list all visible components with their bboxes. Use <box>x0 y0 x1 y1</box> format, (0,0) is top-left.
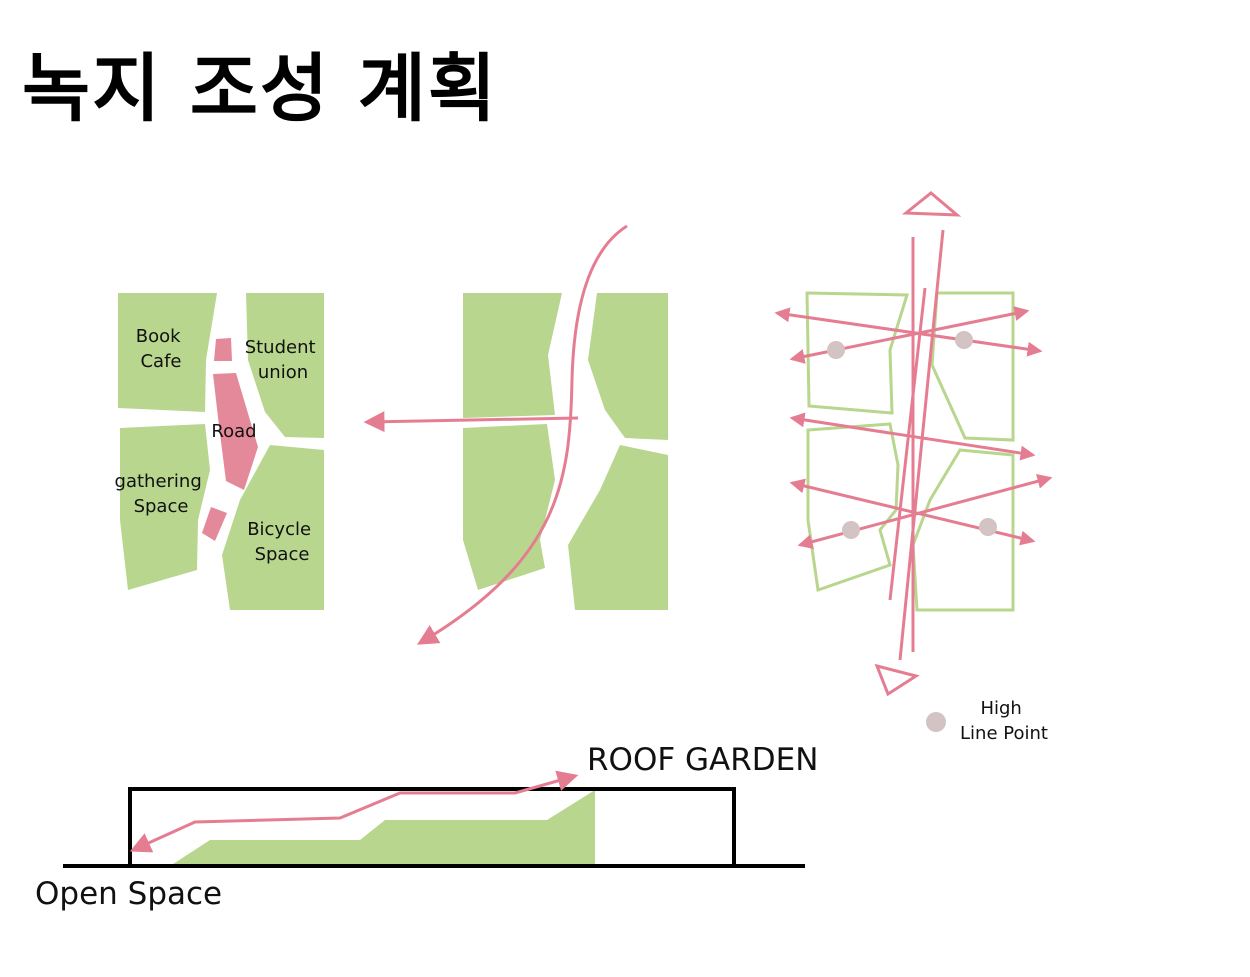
green-block <box>463 293 562 418</box>
legend-label: High Line Point <box>960 698 1048 744</box>
green-block <box>568 445 668 610</box>
bicycle-space-block <box>222 445 324 610</box>
road-segment <box>214 338 232 361</box>
high-line-point <box>979 518 997 536</box>
block-outline <box>805 291 910 415</box>
axis-end-triangle <box>874 663 920 697</box>
high-line-point <box>842 521 860 539</box>
legend-dot-icon <box>926 712 946 732</box>
high-line-plan: High Line Point <box>774 191 1053 744</box>
bicycle-space-label: Bicycle Space <box>247 519 317 565</box>
book-cafe-label: Book Cafe <box>136 326 187 372</box>
gathering-space-label: gathering Space <box>115 471 208 517</box>
cross-arrow <box>774 307 1043 357</box>
student-union-block <box>246 293 324 438</box>
open-space-label: Open Space <box>35 876 222 912</box>
block-outline <box>911 448 1015 612</box>
green-block <box>463 424 555 590</box>
road-segment <box>213 373 258 490</box>
book-cafe-block <box>118 293 217 412</box>
axis-end-triangle <box>901 191 962 217</box>
road-segment <box>202 507 227 541</box>
zoning-plan: Book Cafe Student union Road gathering S… <box>115 293 324 610</box>
road-label: Road <box>211 421 256 442</box>
page-title: 녹지 조성 계획 <box>22 46 499 132</box>
high-line-point <box>955 331 973 349</box>
cross-arrow <box>797 473 1053 550</box>
block-outline <box>806 422 900 593</box>
green-block <box>588 293 668 440</box>
roof-garden-section: ROOF GARDEN Open Space <box>35 742 818 912</box>
high-line-point <box>827 341 845 359</box>
circulation-plan <box>363 224 668 645</box>
flow-arrow-west <box>363 411 579 433</box>
student-union-label: Student union <box>245 337 322 383</box>
cross-arrow <box>789 412 1036 461</box>
roof-garden-label: ROOF GARDEN <box>587 742 818 778</box>
section-flow-arrow <box>129 770 579 853</box>
flow-arrow-south <box>416 224 628 645</box>
gathering-space-block <box>120 424 210 590</box>
